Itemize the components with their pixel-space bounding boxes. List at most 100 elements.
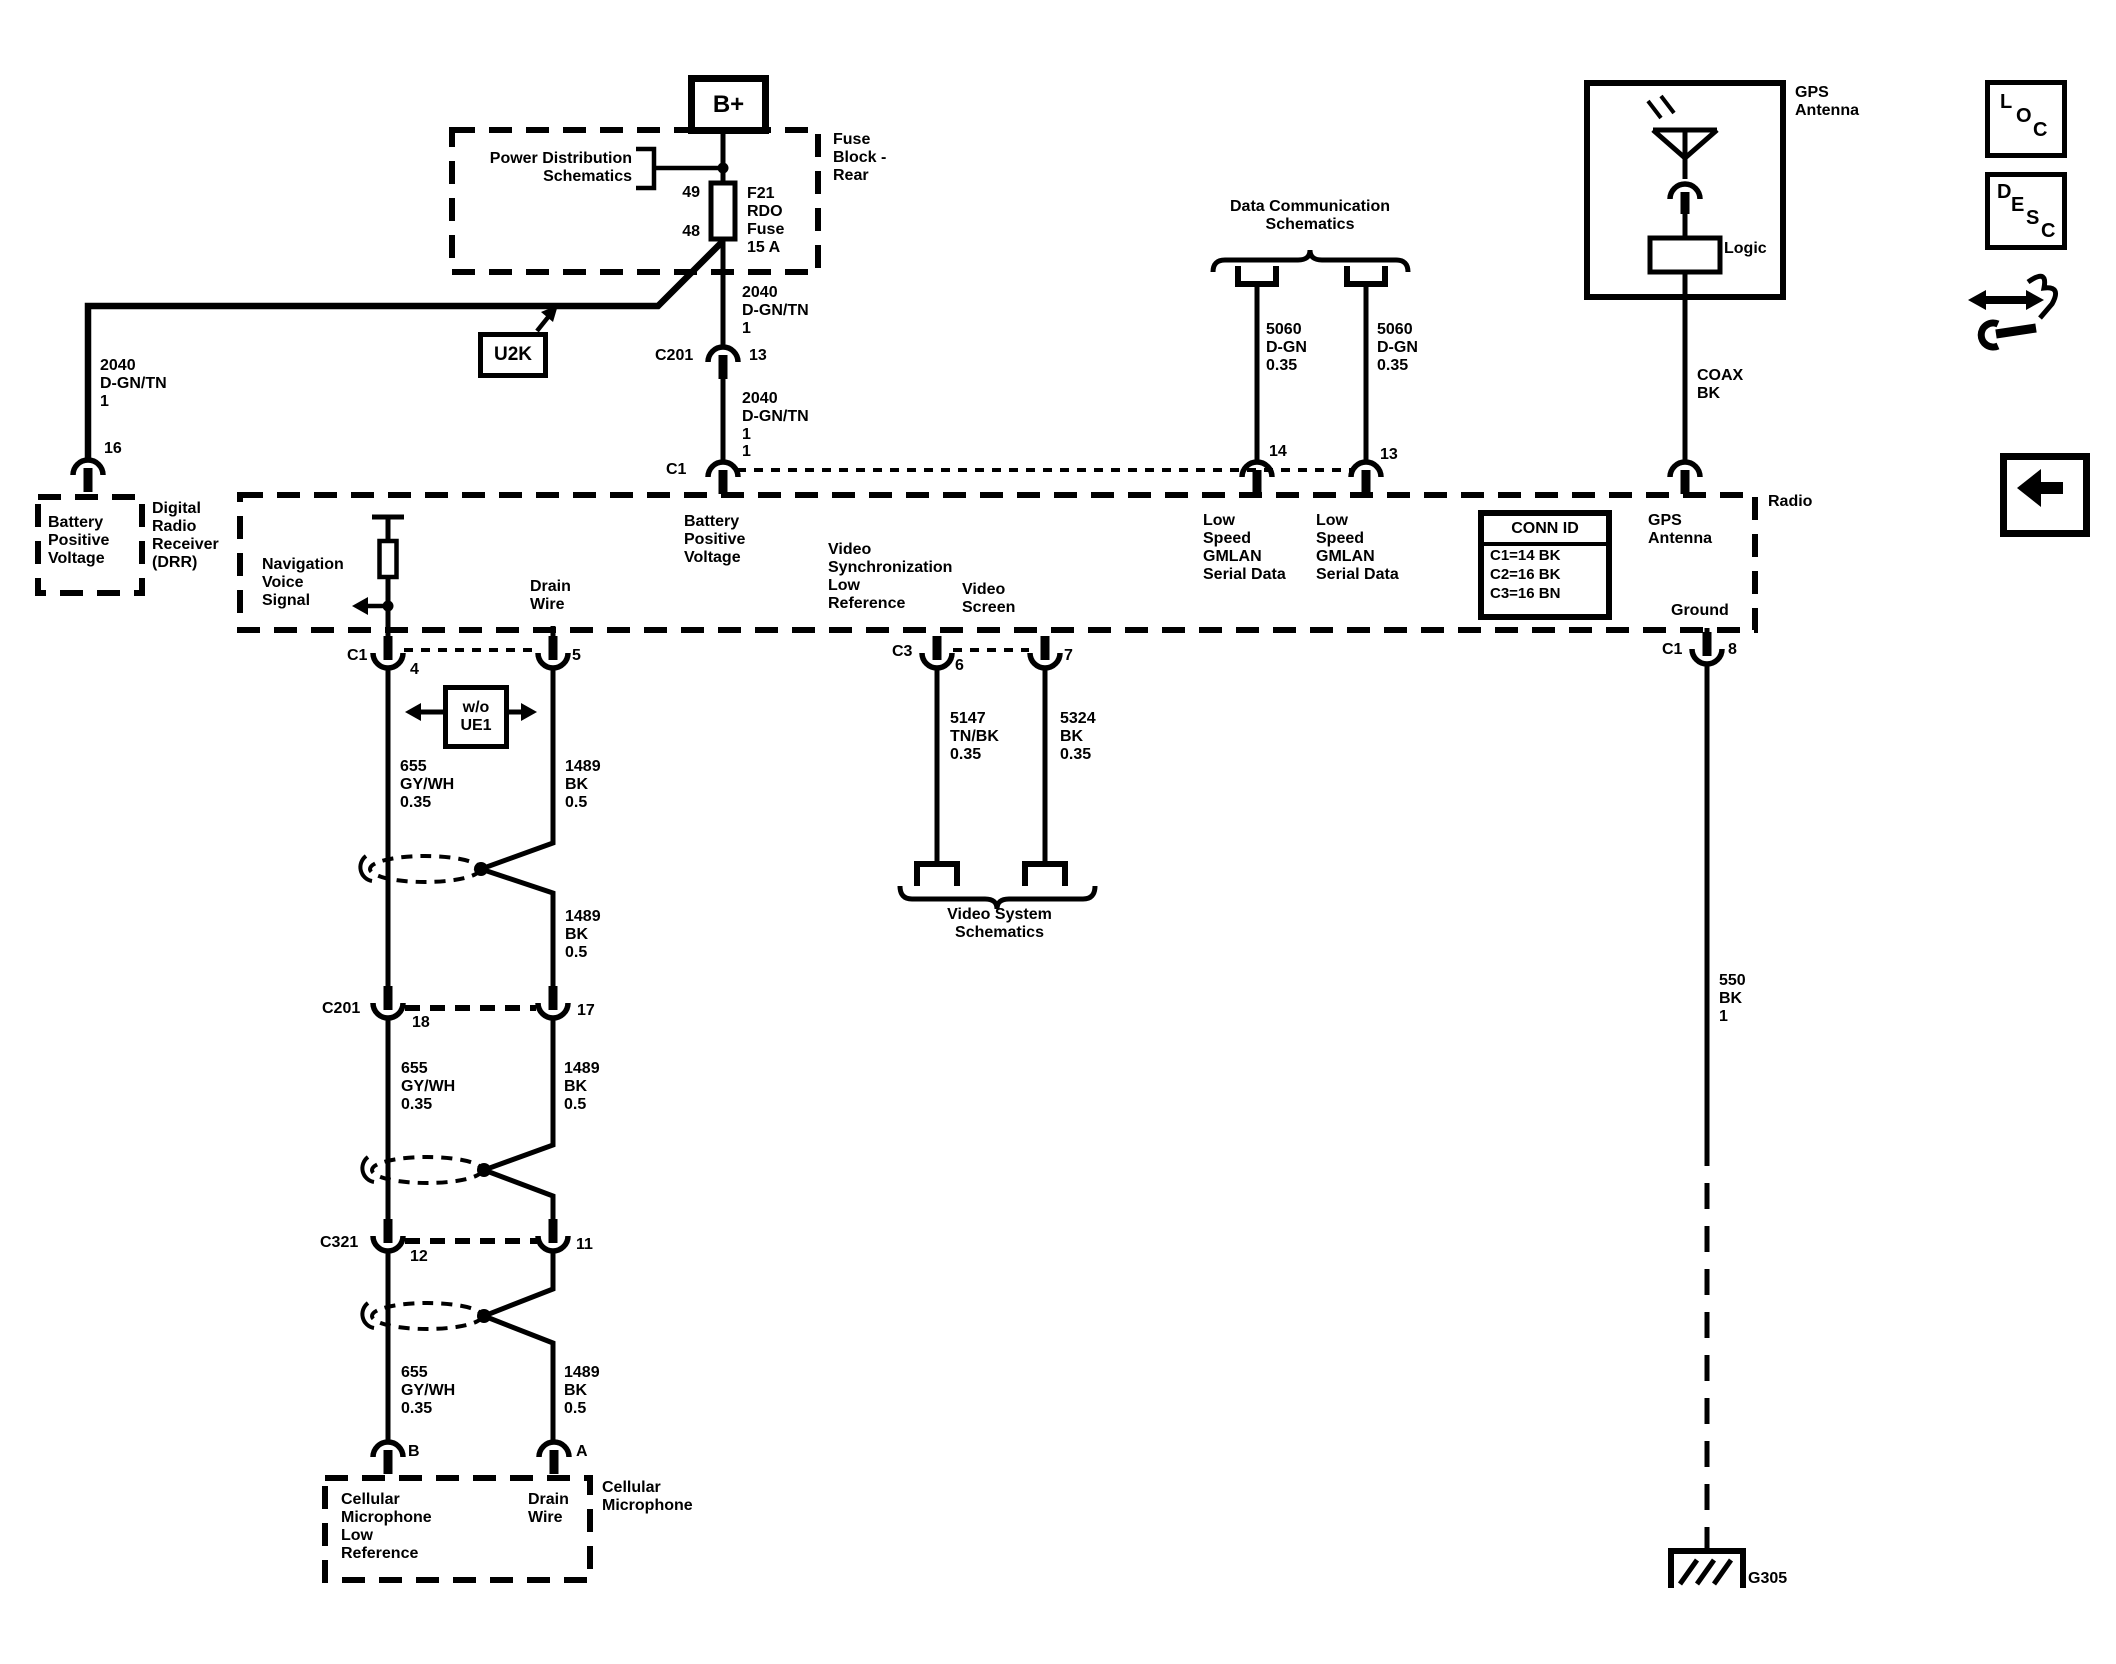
loc-letter: L — [2000, 91, 2013, 113]
u2k-arrow — [535, 305, 558, 333]
video-wires — [934, 668, 1048, 863]
fuse-name: F21 RDO Fuse 15 A — [747, 185, 785, 256]
power-distribution-ref[interactable]: Power Distribution Schematics — [489, 150, 632, 185]
conn-id-row: C1=14 BK — [1490, 547, 1561, 564]
pin-b-label: B — [408, 1443, 420, 1460]
pin-14-label: 14 — [1269, 443, 1287, 460]
wire-1489-label: 1489 BK 0.5 — [564, 1060, 600, 1113]
logic-block — [1647, 235, 1723, 275]
u2k-option-box[interactable]: U2K — [478, 332, 548, 378]
video-screen: Video Screen — [962, 581, 1016, 616]
drr-battery-positive: Battery Positive Voltage — [48, 514, 110, 567]
b-plus-terminal: B+ — [688, 75, 769, 134]
back-button[interactable] — [2000, 453, 2090, 537]
wire-1489-label: 1489 BK 0.5 — [564, 1364, 600, 1417]
pin-16-label: 16 — [104, 440, 122, 457]
connector-c1-label: C1 — [347, 647, 368, 664]
ground-symbol — [1668, 1548, 1746, 1588]
nav-voice-component — [352, 514, 404, 646]
fuse-block-box — [449, 127, 821, 275]
mic-drain-wire: Drain Wire — [528, 1491, 569, 1526]
fuse-pin-48: 48 — [682, 223, 700, 240]
loc-letter: O — [2016, 105, 2032, 127]
pin-1-label: 1 — [742, 443, 751, 460]
pin-18-label: 18 — [412, 1014, 430, 1031]
video-sync-low-ref: Video Synchronization Low Reference — [828, 541, 953, 612]
wire-2040-label: 2040 D-GN/TN 1 — [100, 357, 167, 410]
data-comm-brace — [1210, 249, 1411, 273]
wo-ue1-arrows — [405, 703, 537, 721]
desc-letter: S — [2026, 207, 2040, 229]
pin-6-label: 6 — [955, 657, 964, 674]
connectors-arc-bottom — [370, 632, 1725, 1254]
gps-antenna-name: GPS Antenna — [1795, 84, 1859, 119]
coax-label: COAX BK — [1697, 367, 1744, 402]
connector-c3-label: C3 — [892, 643, 913, 660]
drr-box — [35, 494, 145, 596]
wo-ue1-option-box: w/o UE1 — [443, 685, 509, 749]
wire-1489-label: 1489 BK 0.5 — [565, 758, 601, 811]
pin-4-label: 4 — [410, 661, 419, 678]
connectors-arc-top — [70, 181, 1703, 1474]
pin-5-label: 5 — [572, 647, 581, 664]
desc-button[interactable]: D E S C — [1985, 172, 2067, 250]
drain-wire-label: Drain Wire — [530, 578, 571, 613]
gmlan-serial-data: Low Speed GMLAN Serial Data — [1203, 512, 1286, 583]
loc-letter: C — [2033, 119, 2048, 141]
pin-12-label: 12 — [410, 1248, 428, 1265]
nav-voice-signal: Navigation Voice Signal — [262, 556, 344, 609]
wire-5147-label: 5147 TN/BK 0.35 — [950, 710, 999, 763]
power-distribution-bracket — [636, 146, 723, 191]
desc-letter: E — [2011, 194, 2025, 216]
conn-id-row: C3=16 BN — [1490, 585, 1561, 602]
wire-1489-label: 1489 BK 0.5 — [565, 908, 601, 961]
cellular-mic-box — [322, 1475, 593, 1583]
connector-c1-label: C1 — [666, 461, 687, 478]
wire-5060-label: 5060 D-GN 0.35 — [1377, 321, 1418, 374]
data-comm-terminals — [1235, 266, 1388, 287]
u2k-label: U2K — [493, 344, 532, 365]
service-icon[interactable] — [1968, 273, 2059, 351]
video-terminals — [914, 861, 1068, 886]
connector-dash-lines — [404, 468, 1352, 652]
ground-g305-label: G305 — [1748, 1570, 1788, 1587]
wire-655-label: 655 GY/WH 0.35 — [401, 1060, 456, 1113]
connector-c1-label: C1 — [1662, 641, 1683, 658]
loc-button[interactable]: L O C — [1985, 80, 2067, 158]
pin-13-label: 13 — [749, 347, 767, 364]
data-comm-wires — [1254, 284, 1369, 463]
b-plus-label: B+ — [712, 90, 745, 118]
desc-letter: C — [2041, 220, 2056, 242]
wire-655-label: 655 GY/WH 0.35 — [400, 758, 455, 811]
cellular-microphone-name: Cellular Microphone — [602, 1479, 693, 1514]
pin-13-label: 13 — [1380, 446, 1398, 463]
fuse-symbol — [708, 180, 738, 242]
fuse-pin-49: 49 — [682, 184, 700, 201]
desc-letter: D — [1997, 181, 2012, 203]
fuse-block-name: Fuse Block - Rear — [833, 131, 887, 184]
data-comm-ref[interactable]: Data Communication Schematics — [1229, 198, 1390, 233]
connector-c201-label: C201 — [322, 1000, 361, 1017]
drr-name: Digital Radio Receiver (DRR) — [152, 500, 219, 571]
antenna-symbol — [1646, 94, 1719, 179]
gmlan-serial-data: Low Speed GMLAN Serial Data — [1316, 512, 1399, 583]
mic-low-reference: Cellular Microphone Low Reference — [341, 1491, 432, 1562]
video-system-ref[interactable]: Video System Schematics — [947, 906, 1052, 941]
inline-connector-dashes — [405, 1005, 537, 1244]
junction-dot — [717, 162, 729, 174]
radio-name: Radio — [1768, 493, 1813, 510]
pin-a-label: A — [576, 1443, 588, 1460]
conn-id-table: CONN ID C1=14 BK C2=16 BK C3=16 BN — [1478, 510, 1612, 620]
left-arrow-icon — [2017, 469, 2063, 507]
pin-11-label: 11 — [576, 1236, 593, 1253]
video-brace — [897, 885, 1098, 910]
conn-id-title: CONN ID — [1484, 516, 1606, 546]
wire-5324-label: 5324 BK 0.35 — [1060, 710, 1096, 763]
wire-2040-label: 2040 D-GN/TN 1 — [742, 390, 809, 443]
ground-label: Ground — [1671, 602, 1729, 619]
wire-550-label: 550 BK 1 — [1719, 972, 1746, 1025]
connector-c201-label: C201 — [655, 347, 694, 364]
wire-655-label: 655 GY/WH 0.35 — [401, 1364, 456, 1417]
shield-dots — [474, 862, 491, 1323]
